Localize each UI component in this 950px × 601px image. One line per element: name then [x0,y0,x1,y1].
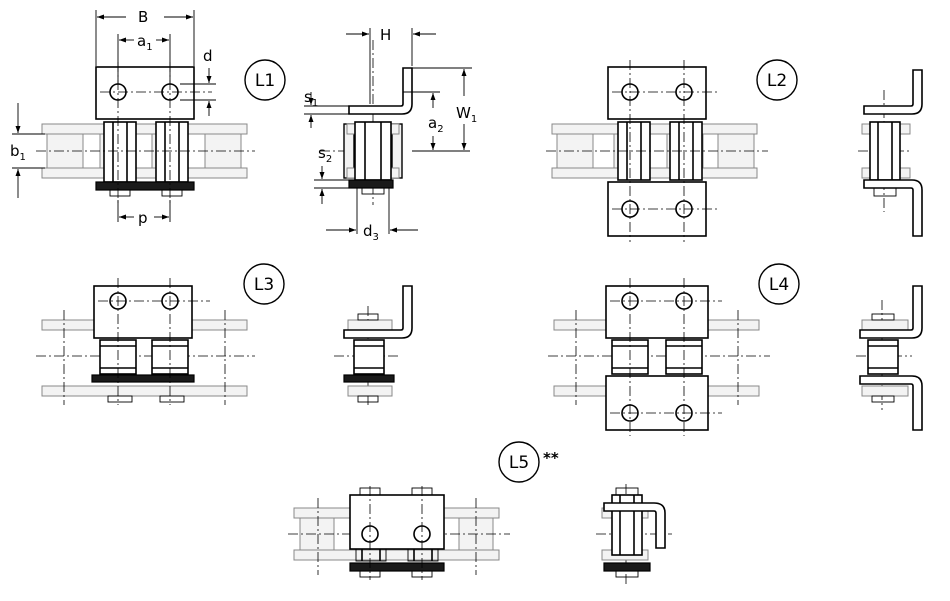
l2-side-view [858,69,923,237]
dim-label-d: d [203,47,213,65]
variant-badge-l2 [756,59,798,101]
variant-label-l5: L5 [509,453,529,473]
l2-front-view: L2 [546,59,798,242]
l4-side-view [856,285,923,431]
variant-badge-l4 [758,263,800,305]
variant-badge-l3 [243,263,285,305]
dim-label-s1: s1 [304,88,318,109]
variant-label-l2: L2 [767,71,787,91]
dim-label-b: B [138,8,148,26]
l1-side-view: H s1 s2 d3 a2 W1 [304,26,477,243]
variant-label-l4: L4 [769,275,789,295]
dim-label-b1: b1 [10,142,26,163]
l3-side-view [334,285,413,405]
dim-label-w1: W1 [456,104,477,125]
l5-side-view [596,484,672,585]
variant-badge-l5 [498,441,540,483]
l5-front-view: L5 ** [288,441,559,580]
dim-label-s2: s2 [318,144,332,165]
variant-label-l1: L1 [255,71,275,91]
variant-note-l5: ** [543,449,559,467]
dim-label-a2: a2 [428,114,444,135]
l1-front-view: B a1 d b1 p L1 [10,8,286,227]
l4-front-view: L4 [548,263,800,436]
variant-badge-l1 [244,59,286,101]
l3-front-view: L3 [36,263,285,405]
dim-label-h: H [380,26,391,44]
dim-label-p: p [138,209,148,227]
dim-label-d3: d3 [363,222,379,243]
variant-label-l3: L3 [254,275,274,295]
dim-label-a1: a1 [137,32,153,53]
